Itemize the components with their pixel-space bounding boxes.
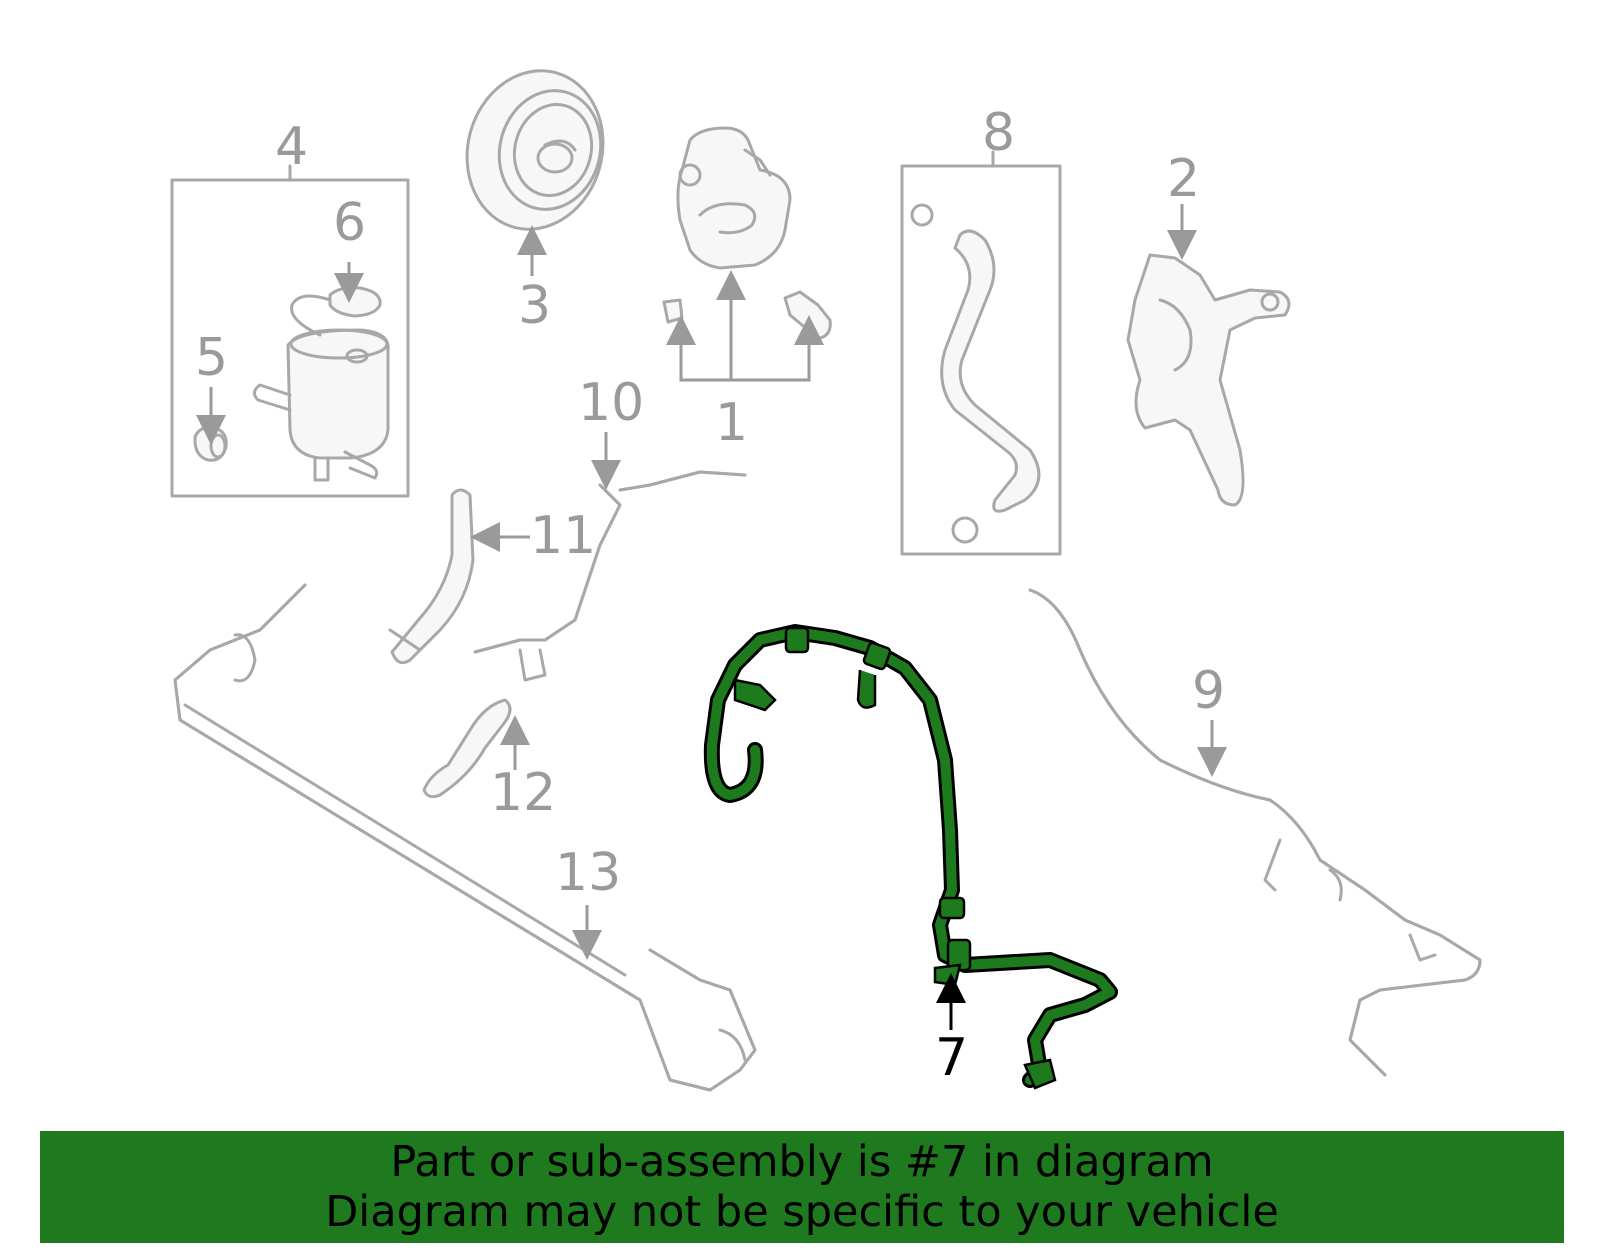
part-label-8: 8 <box>982 103 1015 163</box>
banner-line-1: Part or sub-assembly is #7 in diagram <box>390 1137 1214 1187</box>
part-label-9: 9 <box>1192 661 1225 721</box>
banner-line-2: Diagram may not be specific to your vehi… <box>325 1187 1279 1237</box>
part-label-10: 10 <box>578 373 644 433</box>
part-7-pressure-hose <box>703 624 1118 1090</box>
part-label-3: 3 <box>518 276 551 336</box>
info-banner: Part or sub-assembly is #7 in diagram Di… <box>40 1131 1564 1243</box>
part-label-13: 13 <box>555 843 621 903</box>
part-11-hose <box>388 488 475 665</box>
part-label-11: 11 <box>530 506 596 566</box>
part-labels: 4 6 5 3 1 8 2 10 11 12 13 9 7 <box>195 103 1225 1088</box>
part-2-knuckle <box>1126 253 1291 507</box>
part-9-return-line <box>1028 588 1482 1077</box>
callout-arrows <box>196 204 1227 1030</box>
part-8-hose-group <box>900 150 1062 556</box>
part-label-1: 1 <box>715 393 748 453</box>
part-10-pipe <box>473 470 747 682</box>
part-label-2: 2 <box>1167 149 1200 209</box>
part-label-4: 4 <box>275 117 308 177</box>
part-label-5: 5 <box>195 328 228 388</box>
part-label-12: 12 <box>490 763 556 823</box>
part-13-cooler-line <box>173 583 757 1092</box>
part-label-6: 6 <box>333 193 366 253</box>
part-1-pump <box>662 126 832 340</box>
part-3-pulley <box>465 69 605 231</box>
part-label-7: 7 <box>935 1028 968 1088</box>
